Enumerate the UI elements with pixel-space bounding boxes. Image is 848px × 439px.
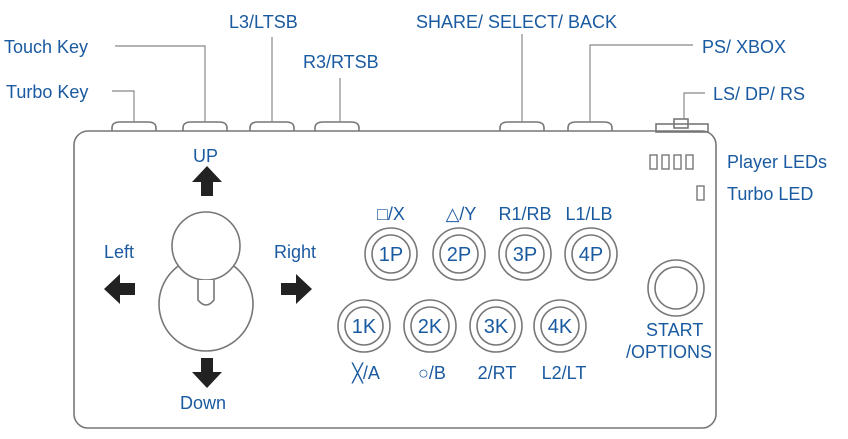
- direction-arrows: [104, 166, 312, 388]
- button-1k: 1K: [337, 299, 391, 353]
- player-led-4: [685, 154, 694, 170]
- player-led-3: [673, 154, 682, 170]
- button-2p: 2P: [432, 227, 486, 281]
- arrow-up-icon: [192, 166, 222, 196]
- player-leds: [649, 154, 694, 170]
- player-leds-label: Player LEDs: [727, 152, 827, 172]
- ps-button-shape: [567, 121, 613, 131]
- share-button-shape: [499, 121, 545, 131]
- r3-label: R3/RTSB: [303, 52, 379, 72]
- ps-label: PS/ XBOX: [702, 37, 786, 57]
- bottom-row-label-3: 2/RT: [478, 363, 517, 383]
- button-3p-text: 3P: [513, 244, 537, 266]
- start-options-button: [647, 259, 705, 317]
- button-2p-text: 2P: [447, 244, 471, 266]
- l3-label: L3/LTSB: [229, 12, 298, 32]
- arrow-left-icon: [104, 274, 135, 304]
- button-4k: 4K: [533, 299, 587, 353]
- top-action-row: □/X △/Y R1/RB L1/LB 1P 2P 3P 4P: [364, 204, 618, 281]
- l3-button-shape: [249, 121, 295, 131]
- button-3p: 3P: [498, 227, 552, 281]
- r3-button-shape: [314, 121, 360, 131]
- joystick: [158, 211, 254, 352]
- touch-key-label: Touch Key: [4, 37, 88, 57]
- turbo-led: [696, 185, 705, 201]
- bottom-row-label-2: ○/B: [418, 363, 446, 383]
- direction-right-label: Right: [274, 242, 316, 262]
- arrow-right-icon: [281, 274, 312, 304]
- button-2k: 2K: [403, 299, 457, 353]
- bottom-action-row: 1K 2K 3K 4K ╳/A ○/B 2/RT L2/LT: [337, 299, 587, 384]
- button-4p: 4P: [564, 227, 618, 281]
- arrow-down-icon: [192, 358, 222, 388]
- mode-switch-housing: [655, 123, 709, 133]
- joystick-ball-top: [171, 211, 241, 281]
- button-1p-text: 1P: [379, 244, 403, 266]
- top-edge-buttons: [111, 118, 709, 133]
- bottom-row-label-1: ╳/A: [351, 362, 380, 384]
- direction-down-label: Down: [180, 393, 226, 413]
- touch-key-shape: [182, 121, 228, 131]
- turbo-key-label: Turbo Key: [6, 82, 88, 102]
- button-1p: 1P: [364, 227, 418, 281]
- top-row-label-1: □/X: [377, 204, 405, 224]
- share-label: SHARE/ SELECT/ BACK: [416, 12, 617, 32]
- direction-left-label: Left: [104, 242, 134, 262]
- joystick-shaft: [197, 280, 215, 306]
- mode-switch-knob: [673, 118, 689, 129]
- top-row-label-3: R1/RB: [498, 204, 551, 224]
- top-row-label-2: △/Y: [446, 204, 477, 224]
- turbo-led-label: Turbo LED: [727, 184, 813, 204]
- button-2k-text: 2K: [418, 316, 443, 338]
- leader-lines: [112, 34, 705, 122]
- button-3k: 3K: [469, 299, 523, 353]
- start-label-line1: START: [646, 320, 703, 340]
- button-1k-text: 1K: [352, 316, 377, 338]
- button-3k-text: 3K: [484, 316, 509, 338]
- player-led-1: [649, 154, 658, 170]
- start-label-line2: /OPTIONS: [626, 342, 712, 362]
- ls-dp-rs-label: LS/ DP/ RS: [713, 84, 805, 104]
- top-row-label-4: L1/LB: [565, 204, 612, 224]
- direction-up-label: UP: [193, 146, 218, 166]
- controller-body: [73, 130, 717, 429]
- button-4p-text: 4P: [579, 244, 603, 266]
- bottom-row-label-4: L2/LT: [542, 363, 587, 383]
- turbo-key-shape: [111, 121, 157, 131]
- player-led-2: [661, 154, 670, 170]
- button-4k-text: 4K: [548, 316, 573, 338]
